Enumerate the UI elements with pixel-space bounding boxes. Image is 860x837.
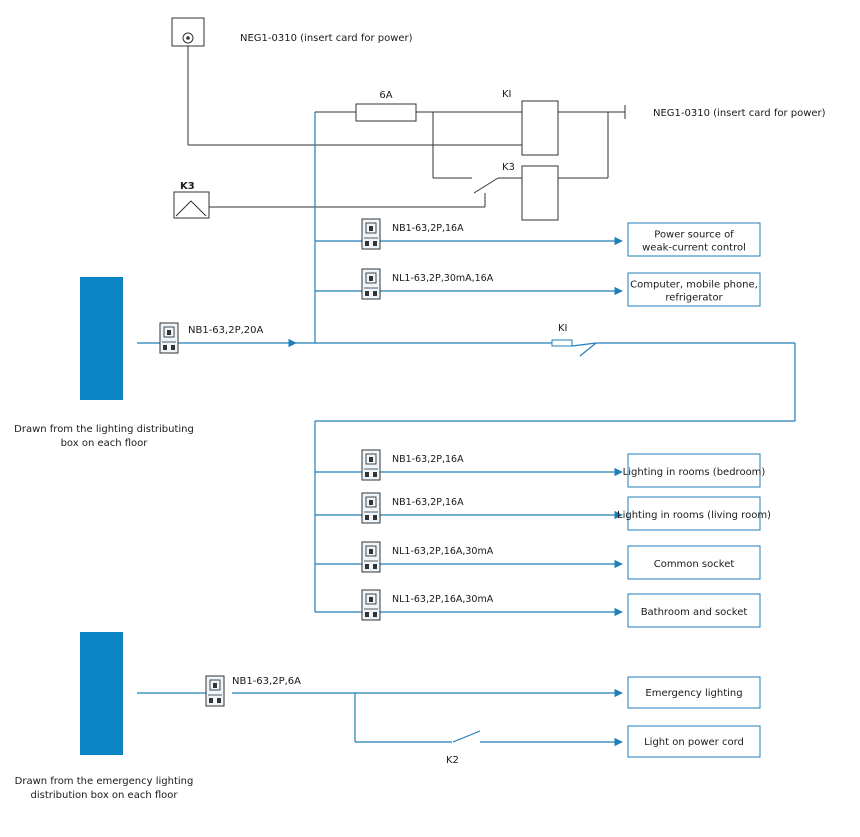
k1-top-label: KI	[502, 89, 512, 100]
lower-breaker-label: NB1-63,2P,16A	[392, 454, 464, 465]
breaker-icon	[159, 322, 179, 354]
emergency-load-text: Emergency lighting	[645, 688, 742, 699]
lower-branch: NB1-63,2P,16A Lighting in rooms (bedroom)	[315, 449, 766, 488]
source-lighting-line2: box on each floor	[61, 438, 149, 449]
lower-branch: NL1-63,2P,16A,30mA Bathroom and socket	[315, 589, 761, 628]
breaker-icon	[361, 449, 381, 481]
breaker-icon	[361, 589, 381, 621]
k2-label: K2	[446, 755, 459, 766]
lower-breaker-label: NB1-63,2P,16A	[392, 497, 464, 508]
lower-branch: NL1-63,2P,16A,30mA Common socket	[315, 541, 761, 580]
emergency-load-text: Light on power cord	[644, 737, 744, 748]
k1-switch-label: KI	[558, 323, 568, 334]
lower-breaker-label: NL1-63,2P,16A,30mA	[392, 546, 494, 557]
breaker-icon	[205, 675, 225, 707]
emergency-load-box	[627, 725, 761, 758]
upper-load-text: refrigerator	[665, 293, 723, 304]
fuse-6a	[355, 103, 417, 122]
neg-top-label: NEG1-0310 (insert card for power)	[240, 33, 413, 44]
neg-right-label: NEG1-0310 (insert card for power)	[653, 108, 826, 119]
lower-branch: NB1-63,2P,16A Lighting in rooms (living r…	[315, 492, 771, 531]
upper-breaker-label: NB1-63,2P,16A	[392, 223, 464, 234]
lower-breaker-label: NL1-63,2P,16A,30mA	[392, 594, 494, 605]
emergency-breaker-body	[205, 675, 225, 707]
breaker-icon	[361, 218, 381, 250]
emergency-breaker-label: NB1-63,2P,6A	[232, 676, 301, 687]
k3-box-label: K3	[180, 181, 195, 192]
lower-load-text: Bathroom and socket	[641, 607, 748, 618]
upper-load-box	[627, 272, 761, 307]
source-emergency-line2: distribution box on each floor	[31, 790, 179, 801]
lower-load-box	[627, 545, 761, 580]
fuse-label: 6A	[379, 90, 392, 101]
lower-load-box	[627, 496, 761, 531]
lighting-distribution-box	[80, 277, 123, 400]
relay-k1-coil	[521, 100, 559, 156]
emergency-load-box	[627, 676, 761, 709]
upper-load-box	[627, 222, 761, 257]
source-emergency-line1: Drawn from the emergency lighting	[15, 776, 194, 787]
upper-branch: NL1-63,2P,30mA,16A Computer, mobile phone…	[315, 268, 761, 307]
k3-right-label: K3	[502, 162, 515, 173]
lower-load-box	[627, 453, 761, 488]
upper-load-text: Computer, mobile phone,	[630, 280, 758, 291]
upper-load-text: Power source of	[654, 230, 734, 241]
main-breaker-body	[159, 322, 179, 354]
upper-branch: NB1-63,2P,16A Power source of weak-current…	[315, 218, 761, 257]
relay-k3-coil	[521, 165, 559, 221]
breaker-icon	[361, 541, 381, 573]
breaker-icon	[361, 492, 381, 524]
k3-sensor-icon	[173, 191, 210, 219]
main-breaker-label: NB1-63,2P,20A	[188, 325, 264, 336]
upper-breaker-label: NL1-63,2P,30mA,16A	[392, 273, 494, 284]
source-lighting-line1: Drawn from the lighting distributing	[14, 424, 194, 435]
lower-branches: NB1-63,2P,16A Lighting in rooms (bedroom)…	[315, 449, 771, 628]
lower-load-box	[627, 593, 761, 628]
upper-branches: NB1-63,2P,16A Power source of weak-current…	[315, 218, 761, 307]
breaker-icon	[361, 268, 381, 300]
lower-load-text: Lighting in rooms (bedroom)	[623, 467, 766, 478]
lower-load-text: Lighting in rooms (living room)	[617, 510, 771, 521]
card-socket-icon	[171, 17, 205, 47]
emergency-distribution-box	[80, 632, 123, 755]
lower-load-text: Common socket	[654, 559, 735, 570]
upper-load-text: weak-current control	[642, 243, 746, 254]
